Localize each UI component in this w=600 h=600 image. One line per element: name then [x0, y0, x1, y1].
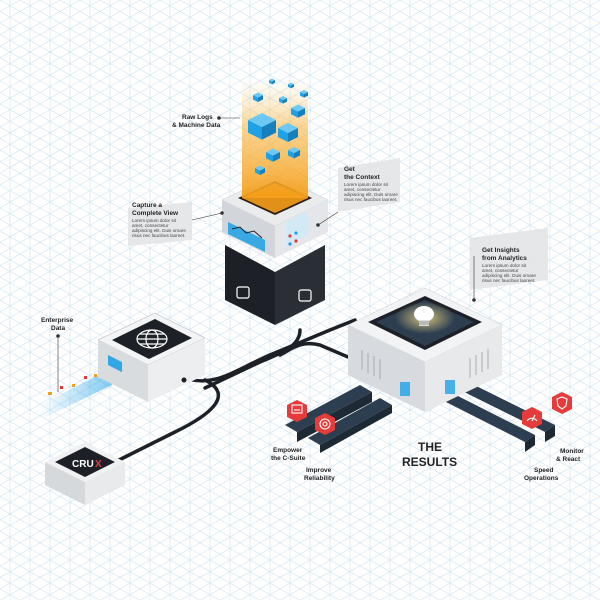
logo-cru-text: CRU [72, 459, 94, 470]
capture-title-2: Complete View [132, 210, 179, 217]
insights-body-2: amet, consectetur [482, 268, 519, 273]
monitor-label-1: Monitor [560, 448, 584, 455]
capture-body-4: risus nec faucibus laoreet. [132, 233, 185, 238]
result-icon-empower [287, 400, 307, 422]
get-context-body-3: adipiscing elit. Duis ornare [344, 192, 398, 197]
crux-logo-box: CRU X [45, 442, 125, 505]
capture-body-3: adipiscing elit. Duis ornare [132, 228, 186, 233]
gauge-icon [526, 414, 538, 422]
insights-title-2: from Analytics [482, 255, 527, 262]
get-context-title-2: the Context [344, 174, 381, 181]
data-cube [255, 165, 265, 175]
lightbulb-icon [414, 306, 434, 326]
data-cube [278, 123, 298, 142]
callout-get-context [316, 158, 400, 227]
data-cube [288, 147, 300, 159]
insights-title-1: Get Insights [482, 247, 520, 254]
raw-logs-label-2: & Machine Data [172, 122, 221, 129]
result-icon-monitor [552, 392, 572, 414]
text-labels: Raw Logs & Machine Data Get the Context … [41, 114, 584, 482]
monitor-label-2: & React [556, 456, 581, 463]
get-context-body-1: Lorem ipsum dolor sit [344, 182, 389, 187]
the-results-line-2: RESULTS [402, 455, 457, 469]
capture-body-1: Lorem ipsum dolor sit [132, 218, 177, 223]
improve-label-1: Improve [306, 467, 332, 474]
callout-insights [470, 228, 548, 302]
callout-capture [128, 202, 224, 246]
get-context-body-4: risus nec faucibus laoreet. [344, 197, 397, 202]
improve-label-2: Reliability [304, 475, 335, 482]
data-cube [300, 90, 308, 98]
target-icon [319, 418, 331, 430]
data-cube [253, 92, 263, 102]
logo-x-text: X [95, 459, 102, 470]
globe-icon [136, 329, 168, 349]
speed-label-2: Operations [524, 475, 559, 482]
insights-body-1: Lorem ipsum dolor sit [482, 263, 527, 268]
the-results-line-1: THE [418, 440, 442, 454]
data-cube [279, 96, 287, 104]
dashboard-icon [291, 404, 303, 414]
data-cube [269, 78, 275, 85]
speed-label-1: Speed [534, 467, 554, 474]
data-cube [288, 82, 294, 89]
shield-icon [556, 396, 568, 410]
enterprise-label-2: Data [51, 325, 65, 332]
raw-data-beam [242, 78, 308, 198]
empower-label-2: the C-Suite [271, 455, 306, 462]
data-cube [266, 148, 280, 162]
insights-body-3: adipiscing elit. Duis ornare [482, 273, 536, 278]
capture-title-1: Capture a [132, 202, 162, 209]
results-platform [285, 287, 555, 453]
data-cube [291, 104, 305, 118]
data-cube [248, 113, 276, 140]
result-icon-improve [315, 413, 335, 435]
result-icon-speed [522, 407, 542, 429]
get-context-body-2: amet, consectetur [344, 187, 381, 192]
capture-body-2: amet, consectetur [132, 223, 169, 228]
enterprise-label-1: Enterprise [41, 317, 74, 324]
cable-port [181, 377, 187, 383]
raw-logs-label-1: Raw Logs [182, 114, 213, 121]
cable-enterprise-to-core [183, 318, 357, 383]
insights-body-4: risus nec faucibus laoreet. [482, 278, 535, 283]
get-context-title-1: Get [344, 166, 356, 173]
connection-cables [113, 318, 357, 464]
empower-label-1: Empower [273, 447, 303, 454]
enterprise-box [97, 312, 206, 402]
cable-results-to-core [278, 342, 357, 362]
